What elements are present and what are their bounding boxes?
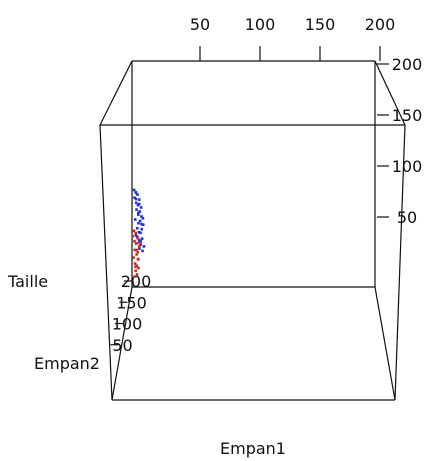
y-tick-label: 200 bbox=[121, 272, 152, 291]
data-point bbox=[135, 273, 139, 276]
data-point bbox=[136, 213, 140, 216]
data-point bbox=[136, 257, 140, 261]
data-point bbox=[137, 238, 141, 242]
data-point bbox=[134, 191, 138, 195]
data-point bbox=[132, 256, 135, 259]
data-point bbox=[134, 201, 138, 205]
data-point bbox=[135, 253, 138, 256]
data-point bbox=[131, 234, 135, 238]
data-point bbox=[134, 265, 137, 269]
data-point bbox=[138, 219, 142, 223]
data-point bbox=[139, 240, 143, 243]
data-point bbox=[138, 210, 142, 213]
data-point bbox=[141, 249, 144, 253]
x-axis-label: Empan1 bbox=[220, 439, 286, 458]
y-tick-label: 100 bbox=[112, 315, 143, 334]
data-point bbox=[139, 231, 142, 235]
data-point bbox=[133, 239, 136, 243]
data-point bbox=[132, 188, 136, 192]
data-point bbox=[137, 230, 141, 234]
data-point bbox=[142, 245, 146, 248]
box-edge bbox=[111, 286, 133, 401]
data-point bbox=[140, 237, 144, 240]
data-point bbox=[134, 197, 138, 201]
data-point bbox=[139, 206, 143, 209]
data-point bbox=[134, 231, 138, 235]
data-point bbox=[134, 234, 138, 237]
data-point bbox=[137, 266, 140, 270]
data-points bbox=[131, 188, 146, 278]
data-point bbox=[140, 227, 144, 231]
data-point bbox=[139, 243, 143, 246]
data-point bbox=[132, 229, 136, 233]
z-tick-label: 100 bbox=[392, 157, 423, 176]
data-point bbox=[136, 235, 139, 239]
data-point bbox=[134, 242, 138, 245]
data-point bbox=[136, 203, 140, 207]
data-point bbox=[133, 275, 136, 278]
data-point bbox=[136, 250, 140, 254]
axis-labels: Empan1 Empan2 Taille bbox=[7, 272, 286, 458]
data-point bbox=[135, 248, 138, 252]
x-tick-label: 50 bbox=[190, 15, 210, 34]
x-tick-label: 200 bbox=[365, 15, 396, 34]
data-point bbox=[140, 215, 143, 218]
box-edge bbox=[374, 60, 406, 126]
y-axis-label: Empan2 bbox=[34, 354, 100, 373]
data-point bbox=[133, 248, 137, 252]
data-point bbox=[133, 262, 137, 265]
y-tick-label: 150 bbox=[116, 293, 147, 312]
data-point bbox=[137, 198, 141, 201]
data-point bbox=[141, 216, 145, 220]
box-edge bbox=[374, 286, 396, 401]
data-point bbox=[135, 226, 139, 230]
data-point bbox=[135, 208, 138, 211]
tick-marks bbox=[110, 46, 389, 346]
z-tick-label: 150 bbox=[392, 106, 423, 125]
data-point bbox=[137, 211, 140, 215]
plot-box bbox=[99, 60, 406, 401]
data-point bbox=[138, 247, 141, 250]
data-point bbox=[136, 193, 139, 196]
data-point bbox=[137, 241, 141, 244]
x-tick-label: 150 bbox=[305, 15, 336, 34]
box-edge bbox=[99, 60, 133, 126]
y-tick-label: 50 bbox=[112, 336, 132, 355]
z-tick-label: 200 bbox=[392, 55, 423, 74]
z-tick-label: 50 bbox=[397, 208, 417, 227]
data-point bbox=[133, 218, 137, 221]
data-point bbox=[135, 264, 139, 268]
box-edge bbox=[394, 124, 406, 401]
data-point bbox=[133, 196, 136, 200]
data-point bbox=[140, 222, 143, 226]
x-tick-label: 100 bbox=[245, 15, 276, 34]
tick-labels: 50 100 150 200 50 100 150 200 50 100 150 200 bbox=[112, 15, 423, 355]
data-point bbox=[137, 221, 140, 225]
data-point bbox=[134, 269, 137, 273]
data-point bbox=[137, 245, 141, 248]
data-point bbox=[141, 223, 145, 226]
box-edge bbox=[99, 124, 113, 401]
z-axis-label: Taille bbox=[7, 272, 48, 291]
data-point bbox=[136, 236, 139, 240]
data-point bbox=[137, 202, 141, 206]
